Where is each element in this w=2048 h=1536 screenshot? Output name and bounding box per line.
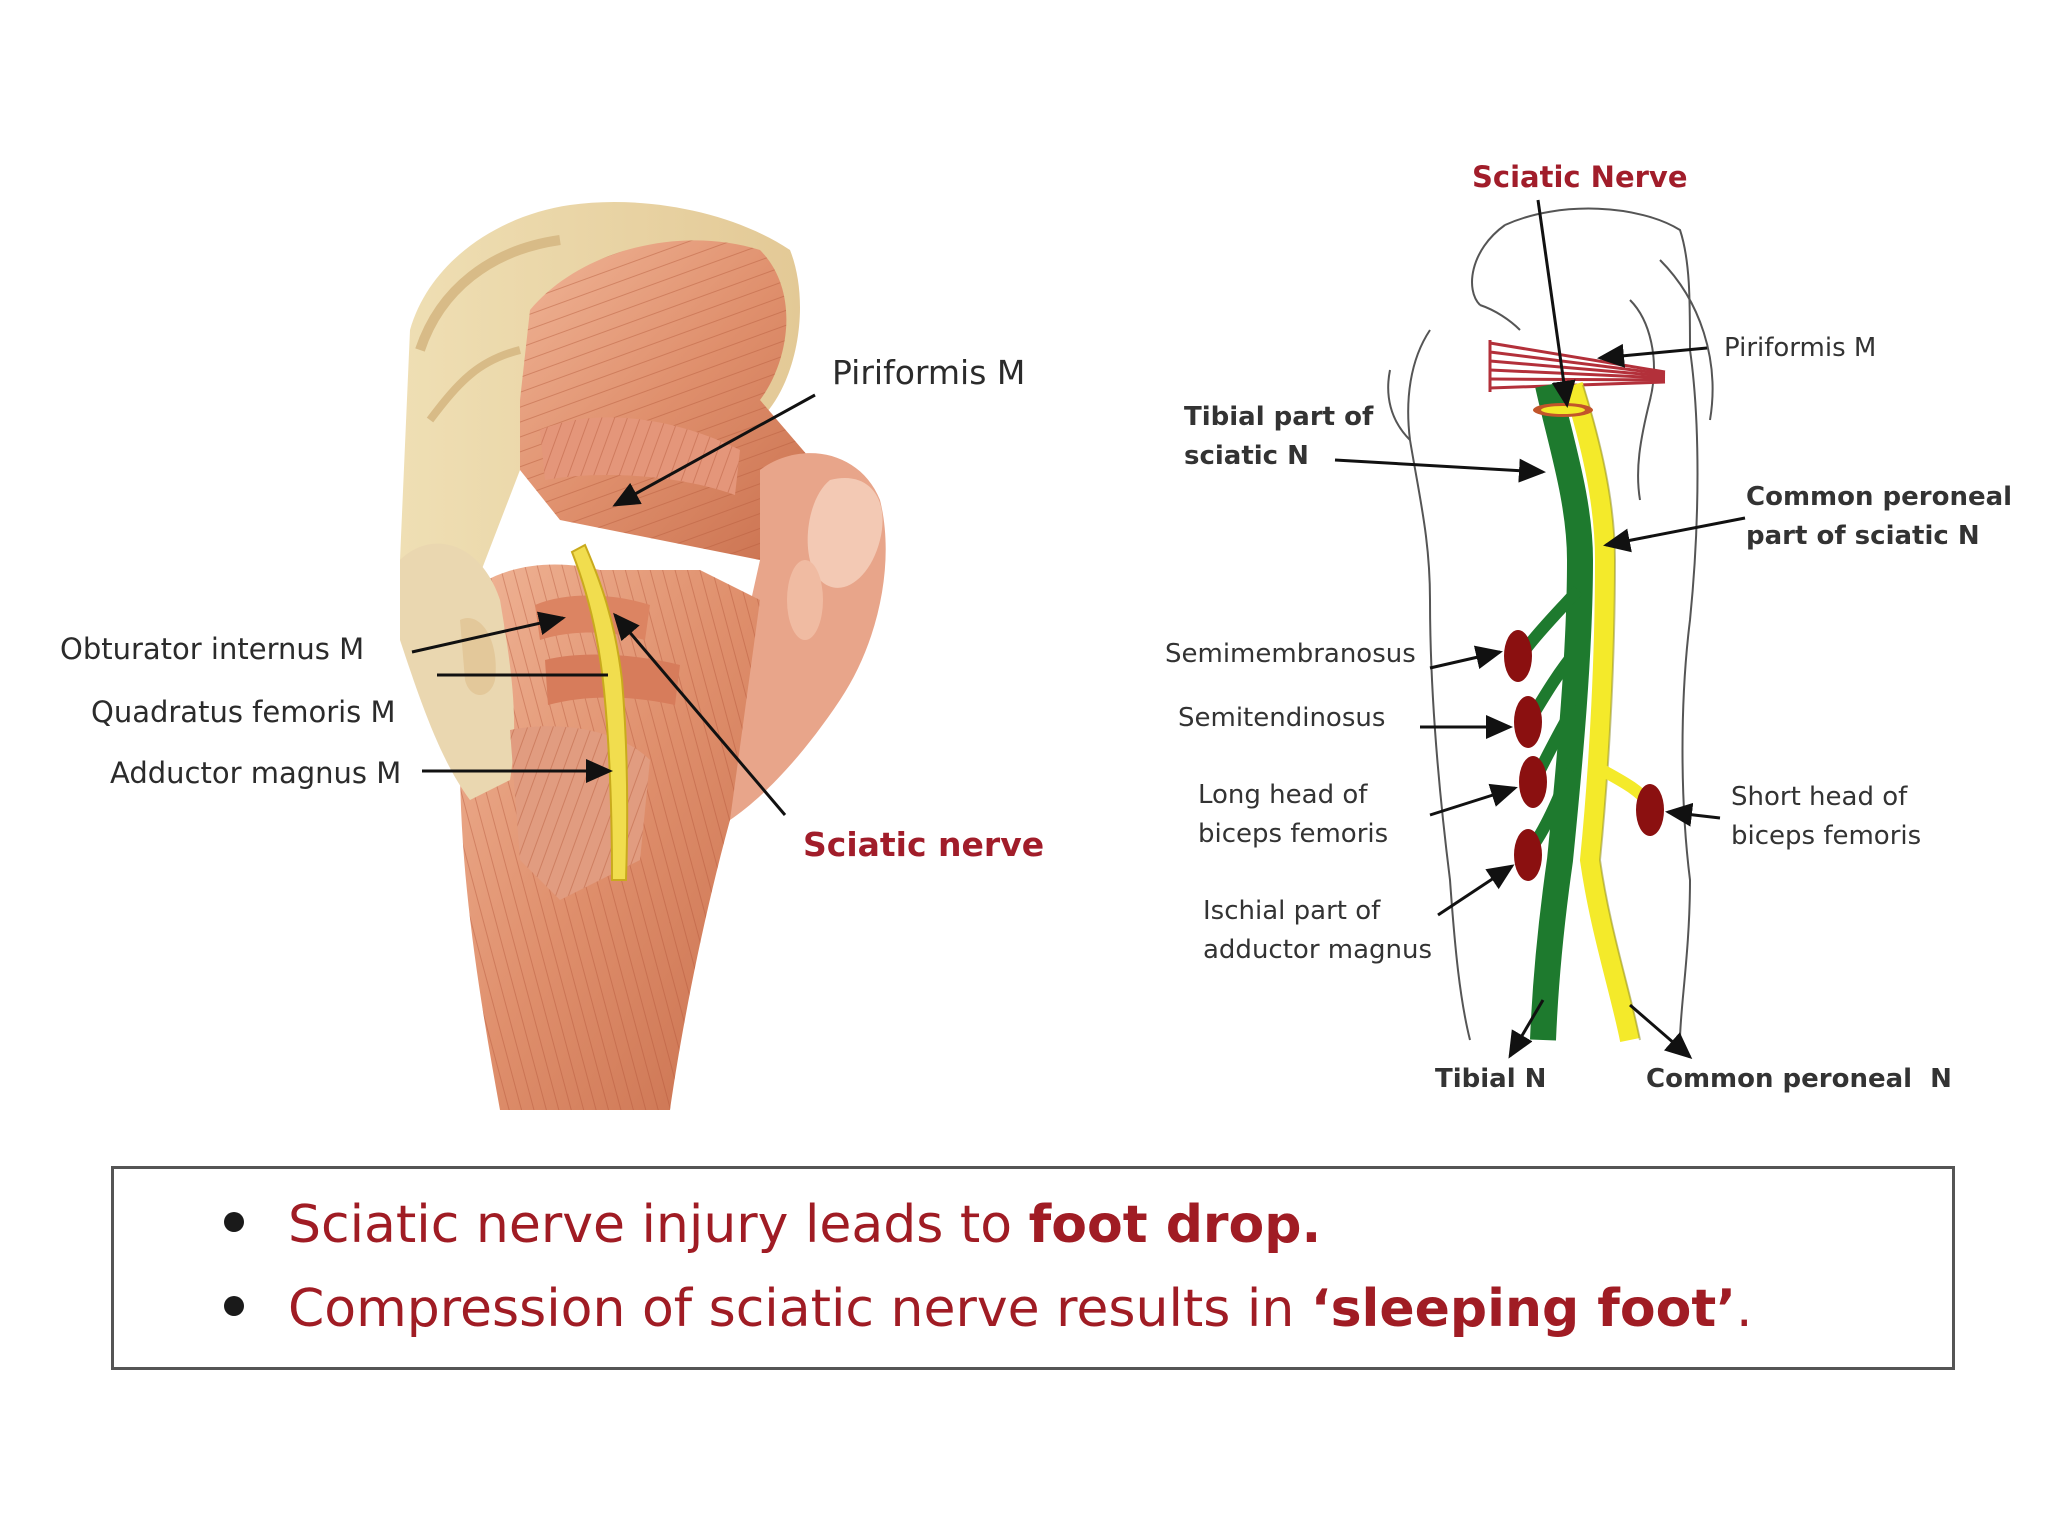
right-leader-lines [1334,199,1746,1059]
label-tibial-part-line1: Tibial part of [1184,402,1374,432]
label-sciatic-nerve-left: Sciatic nerve [803,825,1045,864]
sciatic-nerve-leader [1536,199,1576,408]
common-peroneal-n-leader [1629,1003,1693,1059]
label-ischial-line2: adductor magnus [1203,935,1433,965]
long-head-biceps-oval [1519,756,1547,808]
summary-box: Sciatic nerve injury leads to foot drop.… [111,1166,1955,1370]
label-long-head-line2: biceps femoris [1198,819,1389,849]
bullet-sleeping-foot: Compression of sciatic nerve results in … [224,1279,1753,1339]
label-short-head-line2: biceps femoris [1731,821,1922,851]
label-tibial-part-line2: sciatic N [1184,441,1309,471]
common-peroneal-division [1563,382,1640,1042]
bullet-2-text: Compression of sciatic nerve results in [288,1279,1311,1339]
label-obturator-internus: Obturator internus M [60,632,365,666]
tibial-part-leader [1334,458,1546,483]
bullet-dot [224,1212,244,1232]
ischial-adductor-oval [1514,829,1542,881]
left-anatomy-illustration [400,202,886,1110]
label-short-head-biceps: Short head of biceps femoris [1731,778,1921,856]
bullet-2-end: . [1735,1279,1753,1339]
bullet-dot [224,1296,244,1316]
semimembranosus-oval [1504,630,1532,682]
semitendinosus-oval [1514,696,1542,748]
label-long-head-line1: Long head of [1198,780,1368,810]
label-common-peroneal-part-line2: part of sciatic N [1746,521,1980,551]
semimembranosus-leader [1429,645,1503,670]
peroneal-part-leader [1603,516,1746,553]
piriformis-leader [612,393,816,507]
label-ischial-adductor: Ischial part of adductor magnus [1203,892,1432,970]
short-head-leader [1665,802,1721,827]
label-sciatic-nerve-right: Sciatic Nerve [1472,160,1688,194]
long-head-leader [1429,783,1518,817]
bullet-2-emphasis: ‘sleeping foot’ [1310,1279,1736,1339]
tibial-n-leader [1508,999,1545,1059]
bullet-1-text: Sciatic nerve injury leads to [288,1195,1029,1255]
label-tibial-n: Tibial N [1435,1064,1547,1094]
pelvis-bone [400,543,515,800]
short-head-biceps-oval [1636,784,1664,836]
sciatic-leader-left [613,612,787,816]
piriformis-leader-right [1597,343,1708,368]
label-long-head-biceps: Long head of biceps femoris [1198,776,1388,854]
label-piriformis-right: Piriformis M [1724,333,1877,363]
label-semitendinosus: Semitendinosus [1178,703,1386,733]
label-piriformis-left: Piriformis M [832,353,1026,392]
label-common-peroneal-part: Common peroneal part of sciatic N [1746,478,2012,556]
label-quadratus-femoris: Quadratus femoris M [91,695,396,729]
bullet-1-emphasis: foot drop. [1028,1195,1322,1255]
label-short-head-line1: Short head of [1731,782,1908,812]
ischial-leader [1437,864,1515,917]
muscle-branch-ovals [1504,630,1664,881]
right-schematic-outline [1387,207,1714,1041]
obturator-leader [411,611,566,654]
sciatic-nerve-left [570,543,629,881]
schematic-nerves [1520,382,1655,1042]
left-leader-lines [411,393,816,816]
label-common-peroneal-part-line1: Common peroneal [1746,482,2013,512]
bullet-foot-drop: Sciatic nerve injury leads to foot drop. [224,1195,1321,1255]
label-common-peroneal-n: Common peroneal N [1646,1064,1952,1094]
label-ischial-line1: Ischial part of [1203,896,1381,926]
label-adductor-magnus: Adductor magnus M [110,756,402,790]
label-semimembranosus: Semimembranosus [1165,639,1416,669]
label-tibial-part: Tibial part of sciatic N [1184,398,1373,476]
